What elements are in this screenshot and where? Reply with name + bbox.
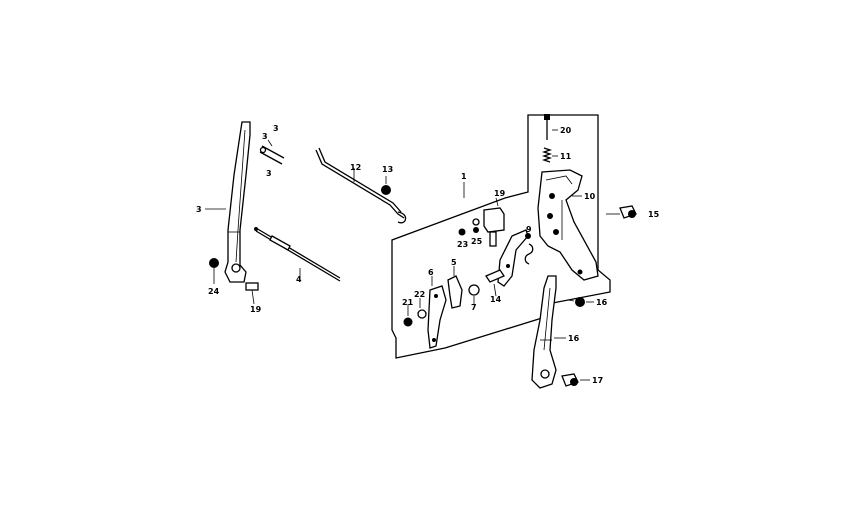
callout-6: 6 — [428, 268, 434, 277]
callout-24: 24 — [208, 287, 220, 296]
bracket-part-10 — [537, 169, 599, 281]
washer-part-7 — [468, 284, 480, 304]
callout-10: 10 — [584, 192, 596, 201]
assembly-outline — [391, 114, 611, 359]
callout-1: 1 — [461, 172, 467, 181]
callout-12: 12 — [350, 163, 361, 172]
nut-washer-21-22 — [403, 298, 427, 327]
callout-5: 5 — [451, 258, 457, 267]
callout-9: 9 — [526, 225, 532, 234]
callout-16-nut: 16 — [596, 298, 608, 307]
callout-21: 21 — [402, 298, 414, 307]
callout-19-left: 19 — [250, 305, 262, 314]
callout-14: 14 — [490, 295, 502, 304]
pawl-part-14 — [485, 229, 531, 297]
bolt-part-20 — [544, 114, 550, 140]
spring-part-9 — [524, 243, 534, 265]
bolt-part-15 — [619, 205, 637, 219]
callout-25: 25 — [471, 237, 483, 246]
callout-7: 7 — [471, 303, 477, 312]
left-lever-part — [224, 121, 251, 283]
callout-22: 22 — [414, 290, 425, 299]
callout-3-upper: 3 — [262, 132, 268, 141]
callout-20: 20 — [560, 126, 572, 135]
callout-15: 15 — [648, 210, 660, 219]
callout-labels: 3 3 3 3 24 19 4 12 13 1 19 23 25 9 14 5 … — [196, 124, 660, 385]
callout-23: 23 — [457, 240, 468, 249]
lower-lever-part-16 — [531, 275, 557, 389]
callout-11: 11 — [560, 152, 572, 161]
spring-part-11 — [541, 147, 553, 163]
bolt-part-17 — [561, 373, 579, 387]
nut-part-24 — [209, 258, 219, 284]
callout-3-lower: 3 — [266, 169, 272, 178]
callout-2: 3 — [273, 124, 279, 133]
callout-16-lever: 16 — [568, 334, 580, 343]
cam-part-5 — [447, 266, 463, 309]
rod-part-4 — [254, 227, 341, 282]
callout-19-inner: 19 — [494, 189, 506, 198]
callout-17: 17 — [592, 376, 603, 385]
callout-13: 13 — [382, 165, 393, 174]
nut-part-16 — [567, 297, 585, 307]
plate-part-6 — [427, 276, 447, 349]
small-washers-23-25 — [458, 218, 480, 236]
spring-rod-part-12 — [315, 147, 407, 224]
block-part — [483, 197, 505, 247]
callout-3-lever: 3 — [196, 205, 202, 214]
callout-4: 4 — [296, 275, 302, 284]
bolt-part-19 — [245, 282, 259, 305]
pin-clip-part — [259, 139, 285, 165]
leader-lines — [205, 129, 620, 381]
nut-part-13 — [381, 176, 391, 195]
